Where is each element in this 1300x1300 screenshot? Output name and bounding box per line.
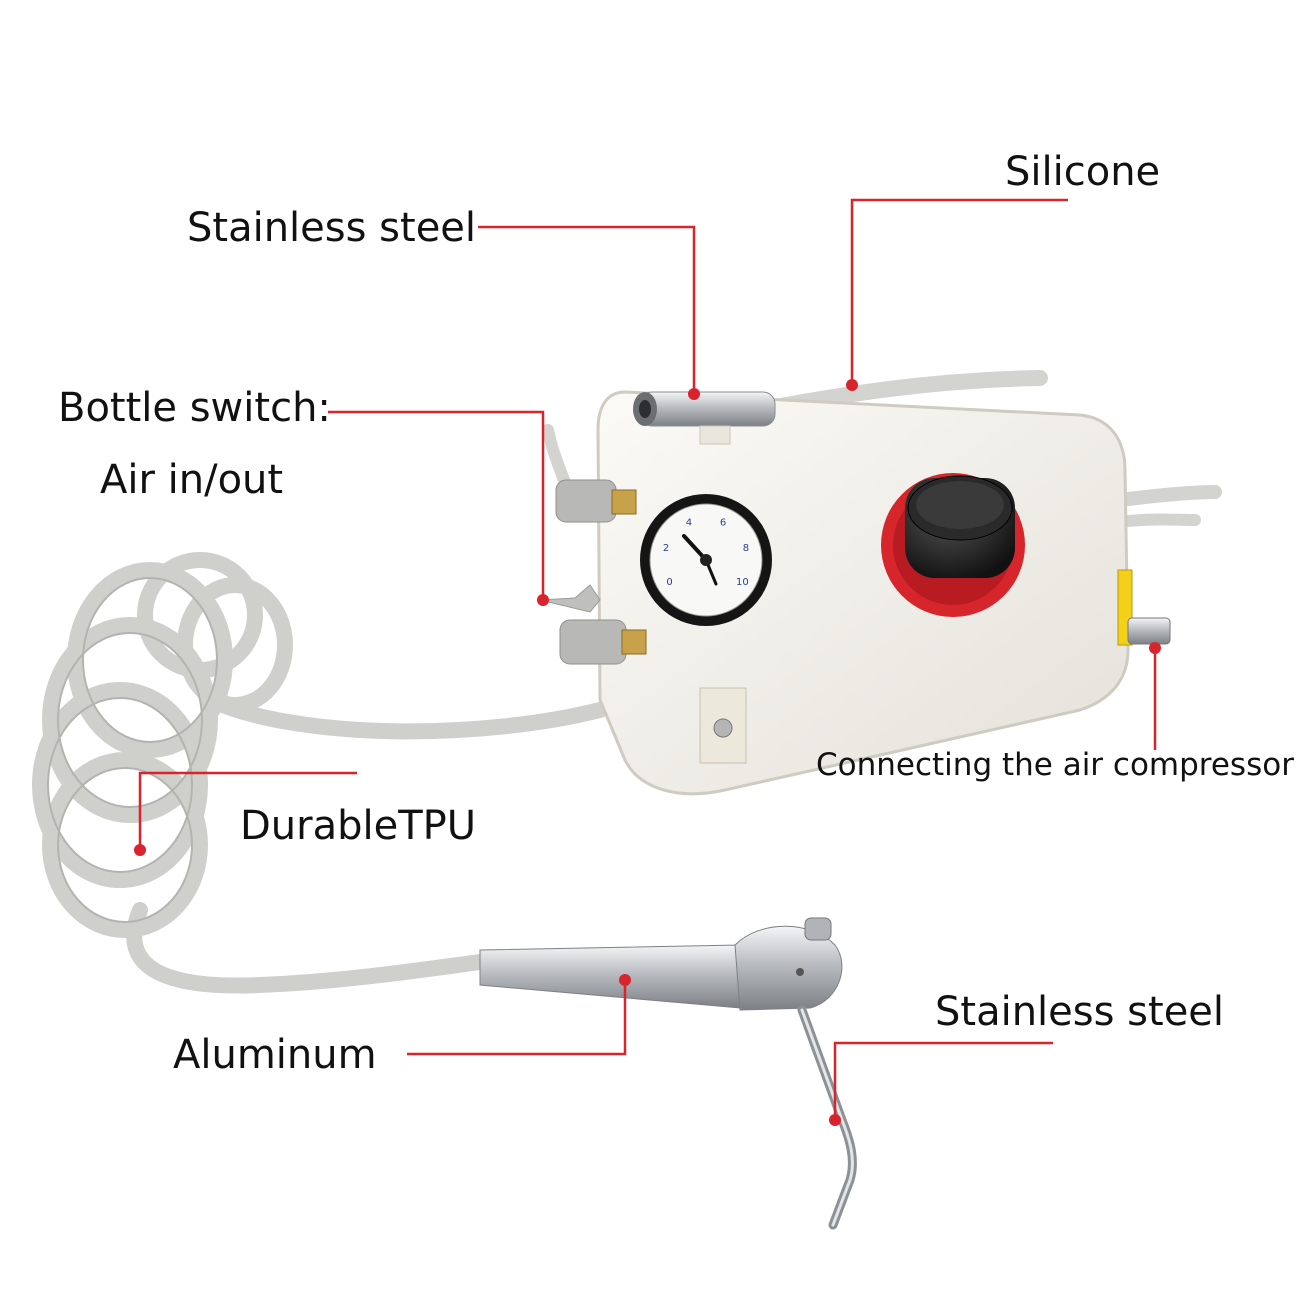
label-air-in-out: Air in/out	[100, 457, 284, 503]
gauge-tick-label: 6	[720, 518, 726, 529]
gauge-tick-label: 8	[743, 543, 749, 554]
air-water-syringe	[479, 917, 857, 1230]
label-silicone: Silicone	[1005, 149, 1161, 195]
label-aluminum: Aluminum	[173, 1032, 377, 1078]
coiled-hose	[32, 552, 608, 994]
label-stainless-steel-tip: Stainless steel	[935, 989, 1225, 1035]
label-durable-tpu: DurableTPU	[240, 803, 477, 849]
hose-connector	[633, 391, 776, 445]
label-stainless-steel-connector: Stainless steel	[187, 205, 477, 251]
gauge-tick-label: 2	[663, 543, 669, 554]
gauge-tick-label: 10	[736, 577, 749, 588]
bottle-switch-valves	[539, 479, 647, 665]
leader-lines	[138, 198, 1157, 1120]
label-bottle-switch: Bottle switch:	[58, 385, 331, 431]
pressure-gauge: 0 2 4 6 8 10	[640, 494, 772, 626]
pressure-regulator	[881, 473, 1025, 617]
coiled-hose-highlight	[47, 577, 218, 923]
leader-dots	[134, 379, 1161, 1126]
bottle-bracket	[699, 687, 747, 764]
air-inlet-fitting	[1117, 569, 1171, 646]
gauge-tick-label: 0	[666, 577, 672, 588]
gauge-tick-label: 4	[686, 518, 692, 529]
label-connecting-air-compressor: Connecting the air compressor	[816, 747, 1294, 783]
